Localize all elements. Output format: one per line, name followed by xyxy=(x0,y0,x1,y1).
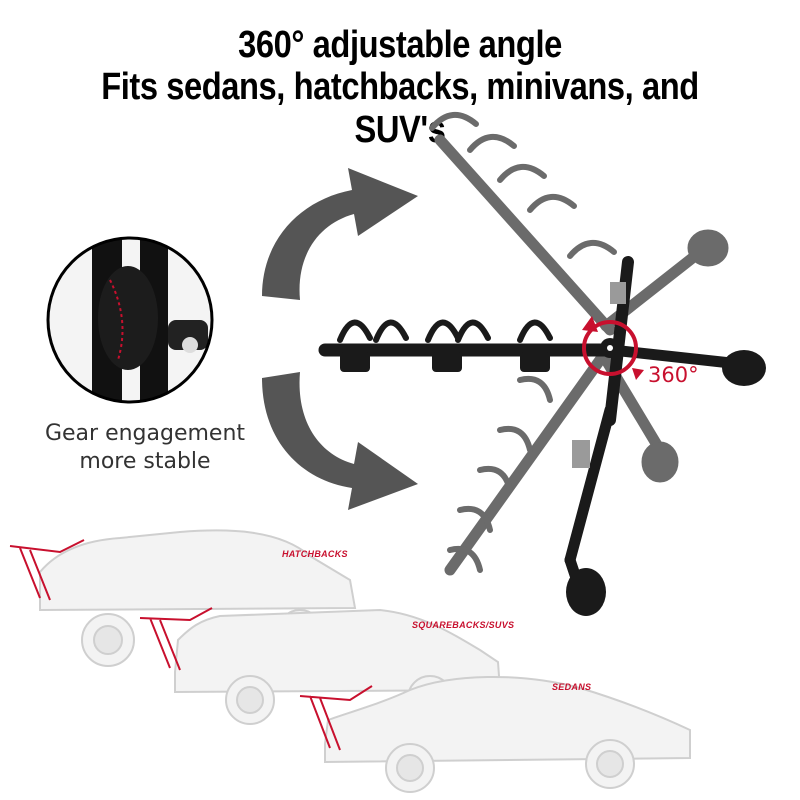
vehicle-label-squareback: SQUAREBACKS/SUVS xyxy=(412,620,515,630)
callout-line-2: more stable xyxy=(79,449,211,474)
car-sedan xyxy=(324,676,691,793)
rack-ghost-lower xyxy=(444,354,679,576)
rack-main xyxy=(318,256,766,616)
gear-detail-inset xyxy=(46,236,214,404)
car-rack-markers xyxy=(9,539,373,751)
vehicle-label-sedan: SEDANS xyxy=(552,682,592,692)
rack-ghost-upper xyxy=(429,112,729,336)
rotate-down-arrow-icon xyxy=(262,372,418,510)
headline-line-1: 360° adjustable angle xyxy=(238,24,562,66)
rotate-up-arrow-icon xyxy=(262,168,418,300)
rotation-indicator-icon xyxy=(582,316,644,380)
headline-line-2: Fits sedans, hatchbacks, minivans, and S… xyxy=(101,66,699,151)
vehicle-label-hatchback: HATCHBACKS xyxy=(282,549,348,559)
rotation-label: 360° xyxy=(648,363,699,387)
callout-line-1: Gear engagement xyxy=(44,421,246,446)
